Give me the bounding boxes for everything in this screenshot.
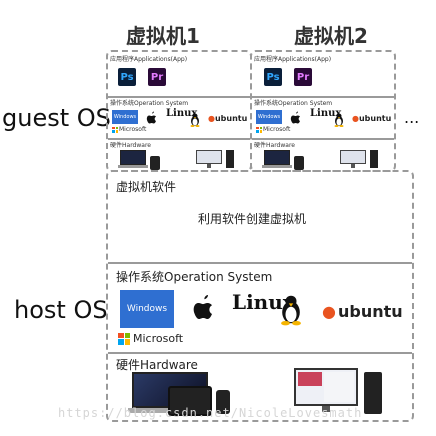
monitor-icon — [196, 150, 222, 168]
virt-desc: 利用软件创建虚拟机 — [198, 212, 307, 226]
watermark: https://blog.csdn.net/NicoleLovesmath — [58, 406, 363, 420]
windows-icon: Windows — [256, 110, 282, 124]
microsoft-label-row: Microsoft — [112, 126, 146, 133]
tux-icon — [334, 112, 344, 131]
monitor-icon — [340, 150, 366, 168]
ubuntu-icon: ● — [352, 114, 359, 123]
vm1-title: 虚拟机1 — [126, 24, 200, 48]
photoshop-icon: Ps — [118, 68, 136, 86]
microsoft-label: Microsoft — [119, 126, 147, 133]
pc-tower-icon — [226, 150, 234, 168]
apple-icon — [146, 110, 158, 129]
phone-icon — [216, 390, 230, 414]
microsoft-label: Microsoft — [133, 332, 184, 345]
tablet-icon — [168, 386, 212, 416]
ubuntu-icon: ● — [208, 114, 215, 123]
ubuntu-icon: ● — [322, 302, 336, 321]
apple-icon — [290, 110, 302, 129]
linux-label: Linux — [310, 108, 342, 119]
pc-tower-icon — [364, 372, 382, 414]
vm1-box: 应用程序Applications(App) Ps Pr 操作系统Operatio… — [106, 50, 252, 172]
microsoft-label-row: Microsoft — [256, 126, 290, 133]
vm1-os-label: 操作系统Operation System — [110, 100, 189, 107]
guest-os-label: guest OS — [2, 104, 111, 132]
vm2-os-label: 操作系统Operation System — [254, 100, 333, 107]
tux-icon — [190, 112, 200, 131]
premiere-icon: Pr — [294, 68, 312, 86]
vm1-hw-label: 硬件Hardware — [110, 142, 151, 149]
vm2-hw-label: 硬件Hardware — [254, 142, 295, 149]
microsoft-logo-icon — [112, 126, 118, 133]
ubuntu-logo: ●ubuntu — [322, 302, 403, 321]
host-os-title: 操作系统Operation System — [116, 270, 273, 284]
monitor-icon — [294, 368, 358, 414]
tux-icon — [280, 294, 302, 330]
microsoft-label: Microsoft — [263, 126, 291, 133]
photoshop-icon: Ps — [264, 68, 282, 86]
vm2-title: 虚拟机2 — [294, 24, 368, 48]
virt-title: 虚拟机软件 — [116, 180, 177, 194]
host-box: 虚拟机软件 利用软件创建虚拟机 操作系统Operation System Win… — [106, 170, 414, 422]
vm2-box: 应用程序Applications(App) Ps Pr 操作系统Operatio… — [250, 50, 396, 172]
ubuntu-logo: ●ubuntu — [352, 114, 392, 123]
windows-icon: Windows — [120, 290, 174, 328]
phone-icon — [150, 156, 160, 170]
more-vms-ellipsis: ... — [404, 108, 420, 127]
ubuntu-logo: ●ubuntu — [208, 114, 248, 123]
vm2-apps-label: 应用程序Applications(App) — [254, 56, 332, 63]
microsoft-label-row: Microsoft — [118, 332, 183, 345]
host-os-label: host OS — [14, 296, 108, 324]
phone-icon — [294, 156, 304, 170]
windows-icon: Windows — [112, 110, 138, 124]
microsoft-logo-icon — [118, 332, 130, 345]
apple-icon — [192, 294, 216, 326]
laptop-icon — [262, 150, 292, 168]
hardware-title: 硬件Hardware — [116, 358, 198, 372]
laptop-icon — [118, 150, 148, 168]
pc-tower-icon — [370, 150, 378, 168]
premiere-icon: Pr — [148, 68, 166, 86]
linux-label: Linux — [166, 108, 198, 119]
microsoft-logo-icon — [256, 126, 262, 133]
vm1-apps-label: 应用程序Applications(App) — [110, 56, 188, 63]
